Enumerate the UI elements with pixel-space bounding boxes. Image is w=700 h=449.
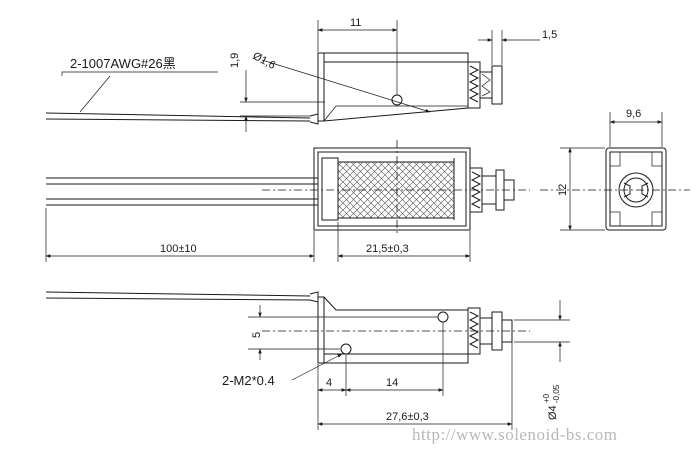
dim-5-label: 5 [251,332,263,338]
wire-spec-label: 2-1007AWG#26黑 [70,56,176,71]
bottom-view [45,291,570,430]
dim-9-6-label: 9,6 [626,108,641,120]
plunger-tol-minus: -0,05 [552,384,561,403]
dim-14-label: 14 [386,377,398,389]
front-view [45,140,530,262]
plunger-tol-plus: +0 [542,393,551,403]
offset-label: 1,9 [229,53,241,68]
top-view [45,20,540,132]
dim-12-label: 12 [557,184,569,196]
dim-total-label: 27,6±0,3 [386,411,429,423]
watermark-url: http://www.solenoid-bs.com [412,425,618,444]
dim-11-label: 11 [350,17,361,29]
plunger-dim-text: Ø4 [547,405,559,420]
dim-4-label: 4 [326,377,332,389]
screw-spec-label: 2-M2*0.4 [222,373,275,388]
side-view [540,112,690,231]
hole-diameter-label: Ø1,6 [251,50,278,72]
dim-wire-length-label: 100±10 [160,243,197,255]
dim-coil-label: 21,5±0,3 [366,243,409,255]
dim-1-5-label: 1,5 [542,29,557,41]
plunger-dim-label: Ø4 +0 -0,05 [542,384,561,420]
